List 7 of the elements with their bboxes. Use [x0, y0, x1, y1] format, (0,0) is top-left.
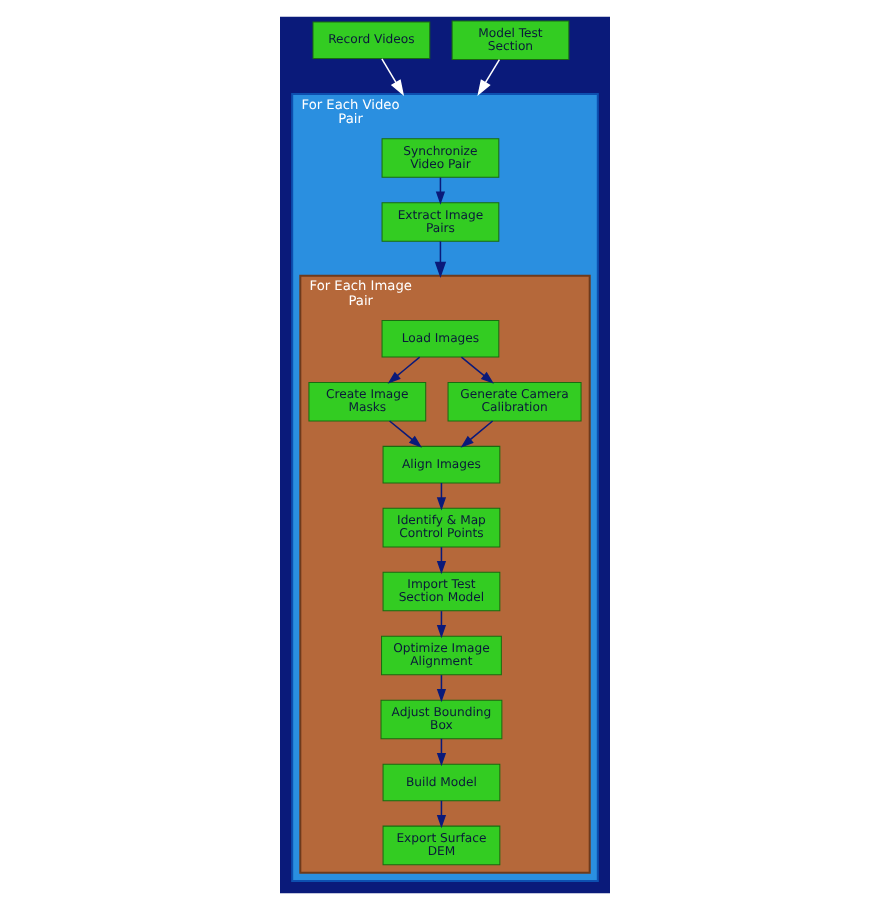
- arrow: [476, 58, 500, 96]
- arrow: [380, 58, 404, 96]
- arrow: [387, 420, 421, 448]
- arrow: [433, 240, 446, 279]
- arrow: [459, 356, 493, 384]
- arrow: [386, 356, 420, 384]
- arrow: [459, 420, 493, 448]
